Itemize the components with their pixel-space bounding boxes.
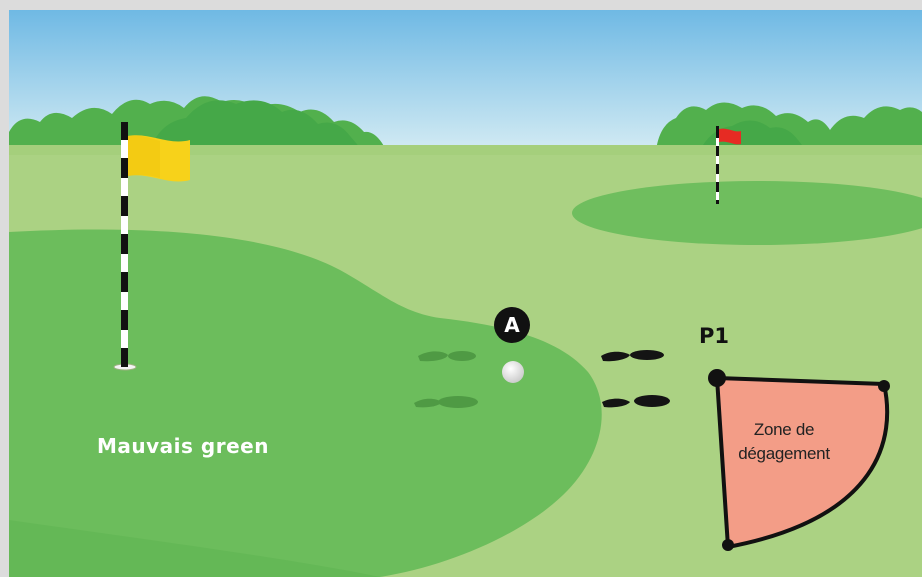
- relief-zone-label-line1: Zone de: [754, 420, 814, 439]
- footprint-icon: [438, 396, 478, 408]
- reference-point-p1-dot: [708, 369, 726, 387]
- left-margin: [0, 0, 9, 577]
- relief-zone-corner-right: [878, 380, 890, 392]
- golf-ball-icon: [502, 361, 524, 383]
- relief-zone-corner-bottom: [722, 539, 734, 551]
- top-bar: [0, 0, 922, 10]
- reference-point-label: P1: [699, 324, 729, 348]
- relief-zone-label: Zone de dégagement: [718, 418, 850, 466]
- footprint-icon: [630, 350, 664, 360]
- wrong-green-label: Mauvais green: [97, 434, 269, 458]
- footprint-icon: [448, 351, 476, 361]
- marker-a-label: A: [494, 307, 530, 343]
- footprint-icon: [634, 395, 670, 407]
- relief-zone-label-line2: dégagement: [738, 444, 830, 463]
